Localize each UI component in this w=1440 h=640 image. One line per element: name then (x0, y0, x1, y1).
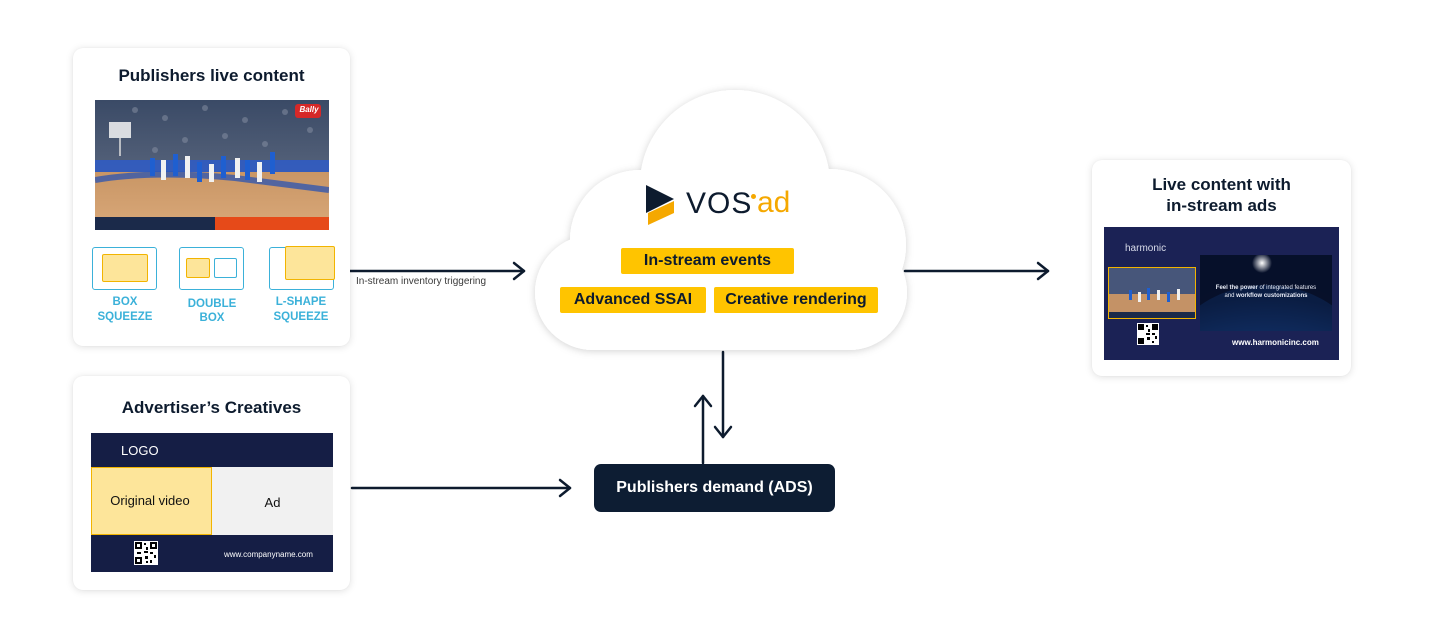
basketball-court-image (95, 100, 329, 230)
arrow-cloud-to-live (903, 261, 1050, 281)
double-box-label-line2: BOX (199, 312, 225, 324)
qr-code-icon (1137, 323, 1159, 345)
box-squeeze-label-line1: BOX (112, 296, 138, 308)
promo-text: Feel the power of integrated features an… (1200, 284, 1332, 300)
vos-logo-mark (646, 185, 674, 225)
publishers-card-title: Publishers live content (118, 66, 305, 85)
box-squeeze-label-line2: SQUEEZE (97, 311, 153, 323)
advertiser-creatives-card: Advertiser’s Creatives LOGO Original vid… (73, 376, 350, 590)
vos-brand-dot (751, 194, 756, 199)
cloud-item-advanced-ssai: Advanced SSAI (560, 287, 706, 313)
arrow-cloud-to-ads (713, 350, 733, 439)
vos-logo: VOS ad (644, 183, 804, 227)
l-shape-squeeze-label-line2: SQUEEZE (273, 311, 329, 323)
promo-text-part2: of integrated features (1257, 285, 1317, 291)
promo-text-part3: and (1224, 293, 1237, 299)
double-box-fill (186, 258, 210, 278)
squeezed-game-video (1108, 267, 1196, 319)
earth-visual: Feel the power of integrated features an… (1200, 255, 1332, 331)
promo-text-part4: workflow customizations (1236, 293, 1308, 299)
cloud-item-creative-rendering: Creative rendering (714, 287, 878, 313)
vos-brand-suffix: ad (757, 186, 791, 219)
qr-code-icon (134, 541, 158, 565)
live-card-title-line2: in-stream ads (1166, 196, 1277, 215)
l-shape-squeeze-icon (269, 246, 335, 290)
original-video-label: Original video (110, 493, 190, 508)
live-content-card: Live content with in-stream ads harmonic (1092, 160, 1351, 376)
l-shape-squeeze-fill (285, 246, 335, 280)
box-squeeze-icon (92, 247, 157, 290)
double-box-outline (214, 258, 237, 278)
arrow-ads-to-cloud (693, 394, 713, 465)
l-shape-squeeze-label-line1: L-SHAPE (275, 296, 327, 308)
publishers-demand-box: Publishers demand (ADS) (594, 464, 835, 512)
earth-image (1200, 255, 1332, 331)
box-squeeze-fill (102, 254, 148, 282)
double-box-label-line1: DOUBLE (187, 298, 237, 310)
publishers-live-content-card: Publishers live content (73, 48, 350, 346)
creative-original-video (91, 467, 212, 535)
arrow-adv-to-ads (350, 478, 572, 498)
ad-label: Ad (264, 495, 281, 510)
harmonic-url: www.harmonicinc.com (1232, 338, 1319, 347)
live-card-title-line1: Live content with (1152, 175, 1291, 194)
live-ad-banner: harmonic (1104, 227, 1339, 360)
promo-text-part1: Feel the power (1215, 285, 1258, 291)
vos-brand-text: VOS (686, 187, 753, 220)
live-basketball-video: Bally (95, 100, 329, 230)
creative-banner: LOGO Original video Ad www.companyname.c… (91, 433, 333, 572)
arrow-label: In-stream inventory triggering (356, 276, 487, 287)
creative-logo-text: LOGO (121, 443, 159, 458)
creative-url: www.companyname.com (224, 550, 313, 559)
bally-logo: Bally (299, 105, 319, 114)
harmonic-logo: harmonic (1125, 243, 1167, 254)
advertiser-card-title: Advertiser’s Creatives (121, 398, 302, 417)
double-box-icon (179, 247, 244, 290)
cloud-item-instream-events: In-stream events (621, 248, 794, 274)
squeezed-game-image (1109, 268, 1195, 318)
